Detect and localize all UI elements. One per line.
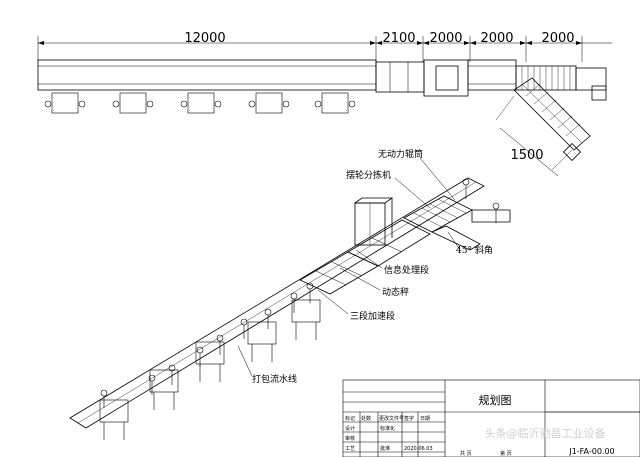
label-unpowered-roller: 无动力辊筒 (378, 148, 423, 160)
dim-seg-a: 2100 (382, 31, 415, 46)
tb-designer: 设计 (345, 425, 355, 432)
label-swing-sorter: 摆轮分拣机 (346, 169, 391, 181)
watermark: 头条@临沂驰昌工业设备 (485, 426, 606, 440)
dim-main-length: 12000 (184, 31, 225, 46)
tb-process: 工艺 (345, 446, 355, 452)
dim-diagonal: 1500 (510, 148, 543, 163)
tb-doc: 更改文件号 (379, 415, 404, 422)
tb-total-pages: 共 页 (460, 450, 472, 457)
top-workstations (44, 92, 356, 114)
title-block (342, 379, 640, 457)
label-three-stage-accel: 三段加速段 (350, 310, 395, 322)
label-info-processing: 信息处理段 (384, 264, 429, 276)
drawing-number: J1-FA-00.00 (568, 447, 614, 456)
dim-seg-b: 2000 (429, 31, 462, 46)
tb-approved: 批准 (380, 445, 390, 452)
tb-mark: 标记 (345, 415, 355, 422)
isometric-view (69, 157, 511, 440)
workers (100, 178, 500, 408)
label-packing-line: 打包流水线 (252, 373, 297, 385)
dim-seg-c: 2000 (480, 31, 513, 46)
tb-date-value: 2020.06.03 (404, 446, 433, 452)
tb-reviewed: 审核 (345, 435, 355, 442)
tb-sign: 签字 (404, 415, 414, 422)
tb-standardized: 标准化 (380, 425, 395, 432)
tb-date: 日期 (420, 416, 430, 422)
top-plan-view (37, 36, 612, 177)
label-dynamic-scale: 动态秤 (382, 286, 409, 298)
tb-count: 处数 (361, 415, 371, 422)
label-angle-45: 45° 斜角 (456, 244, 493, 256)
tb-page-no: 第 页 (500, 450, 512, 457)
drawing-title: 规划图 (479, 393, 512, 407)
packing-tables (99, 299, 321, 440)
dim-seg-d: 2000 (541, 31, 574, 46)
